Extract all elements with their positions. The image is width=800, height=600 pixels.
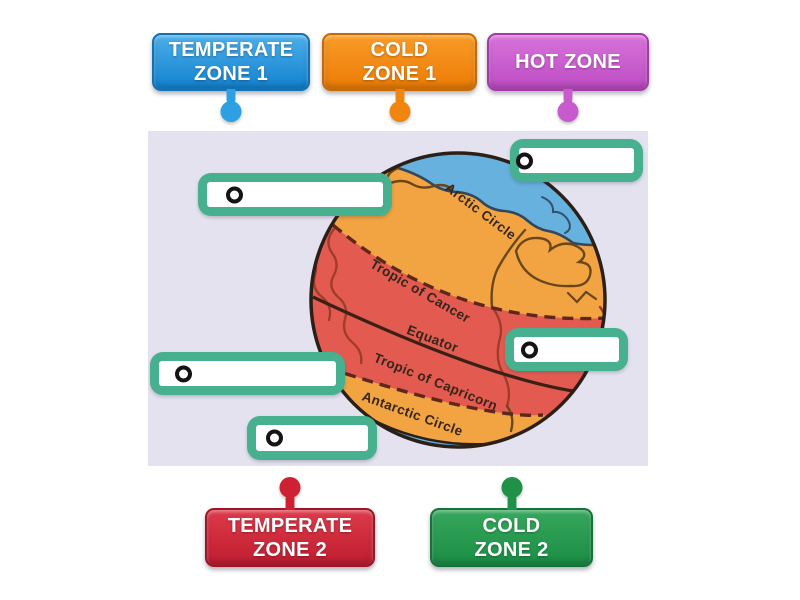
- pin-connector-icon: [389, 89, 410, 122]
- pin-connector-icon: [557, 89, 579, 122]
- slot-marker-icon: [521, 341, 538, 358]
- draggable-temperate-zone-2[interactable]: TEMPERATE ZONE 2: [205, 477, 375, 567]
- answer-slot-5[interactable]: [247, 416, 377, 460]
- pin-ball-icon: [220, 101, 242, 122]
- equator-line: [312, 295, 574, 393]
- hot-zone-fill: [311, 225, 605, 441]
- pin-connector-icon: [220, 89, 242, 122]
- answer-slot-1[interactable]: [198, 173, 392, 216]
- pin-stem: [285, 496, 295, 510]
- slot-marker-icon: [226, 186, 243, 203]
- pin-connector-icon: [279, 477, 301, 510]
- tropic-of-cancer-line: [331, 223, 605, 321]
- draggable-temperate-zone-1[interactable]: TEMPERATE ZONE 1: [152, 33, 310, 122]
- draggable-label: TEMPERATE ZONE 1: [168, 39, 294, 85]
- pin-connector-icon: [501, 477, 522, 510]
- answer-slot-4[interactable]: [150, 352, 345, 395]
- slot-marker-icon: [175, 365, 192, 382]
- pin-stem: [395, 89, 404, 103]
- answer-slot-3[interactable]: [505, 328, 628, 371]
- draggable-label: TEMPERATE ZONE 2: [227, 514, 353, 561]
- pin-stem: [226, 89, 236, 103]
- draggable-label: COLD ZONE 2: [474, 514, 549, 561]
- draggable-label: COLD ZONE 1: [362, 39, 437, 85]
- pin-ball-icon: [389, 101, 410, 122]
- answer-slot-2[interactable]: [510, 139, 643, 182]
- answer-slot-well: [519, 148, 634, 173]
- pin-ball-icon: [279, 477, 301, 498]
- draggable-label: HOT ZONE: [515, 51, 621, 73]
- slot-marker-icon: [516, 152, 533, 169]
- arctic-cap-fill: [360, 153, 605, 247]
- pin-stem: [507, 496, 516, 510]
- draggable-cold-zone-2[interactable]: COLD ZONE 2: [430, 477, 593, 567]
- draggable-cold-zone-1[interactable]: COLD ZONE 1: [322, 33, 477, 122]
- pin-ball-icon: [557, 101, 579, 122]
- pin-stem: [563, 89, 573, 103]
- globe-outline: [309, 151, 607, 449]
- pin-ball-icon: [501, 477, 522, 498]
- draggable-hot-zone[interactable]: HOT ZONE: [487, 33, 649, 122]
- slot-marker-icon: [266, 429, 283, 447]
- tropic-of-capricorn-line: [327, 366, 544, 417]
- globe-illustration: Arctic Circle Tropic of Cancer Equator T…: [309, 151, 607, 449]
